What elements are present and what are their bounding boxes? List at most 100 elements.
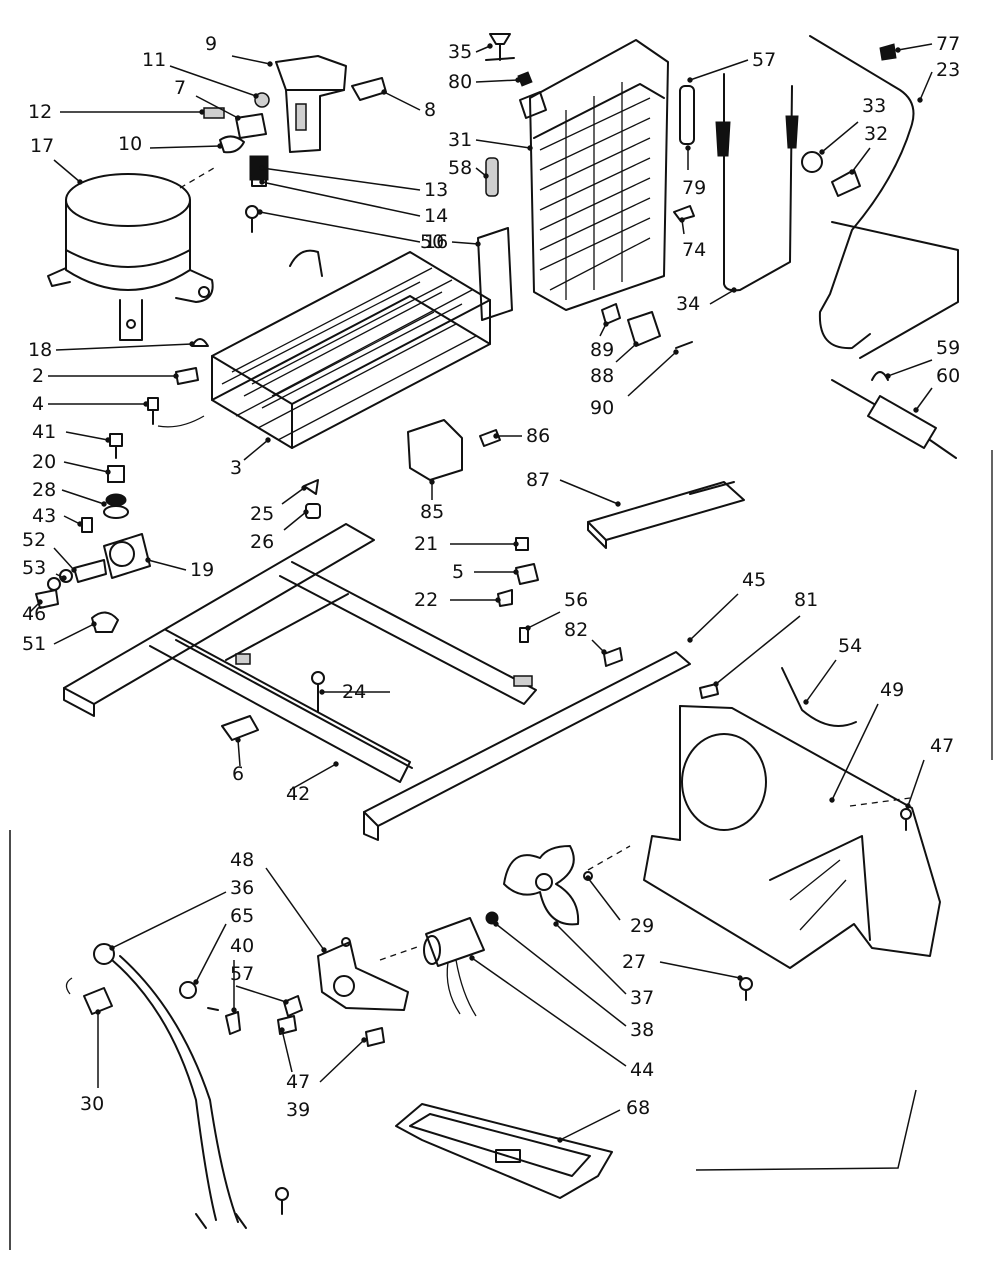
leader-line-p90 — [627, 351, 677, 397]
leader-arrowhead-p50 — [475, 241, 481, 247]
leader-arrowhead-p34 — [731, 287, 737, 293]
leader-arrowhead-p2 — [173, 373, 179, 379]
part-label-p44: 44 — [630, 1059, 654, 1081]
leader-arrowhead-p21 — [513, 541, 519, 547]
drain-trough — [587, 481, 745, 549]
front-rail — [363, 647, 719, 841]
leader-arrowhead-p85 — [429, 479, 435, 485]
part-label-p7: 7 — [174, 77, 186, 99]
part-label-p79: 79 — [682, 177, 706, 199]
leader-line-p43 — [63, 515, 81, 525]
leader-arrowhead-p43 — [77, 521, 83, 527]
part-label-p33: 33 — [862, 95, 886, 117]
leader-line-p20 — [63, 461, 109, 473]
part-label-p10: 10 — [118, 133, 142, 155]
part-label-p13: 13 — [424, 179, 448, 201]
leader-arrowhead-p9 — [267, 61, 273, 67]
leader-line-p33 — [821, 121, 859, 153]
part-label-p21: 21 — [414, 533, 438, 555]
part-label-p46: 46 — [22, 603, 46, 625]
part-label-p82: 82 — [564, 619, 588, 641]
leader-arrowhead-p18 — [189, 341, 195, 347]
part-label-p48: 48 — [230, 849, 254, 871]
screw-24 — [311, 671, 325, 713]
defrost-heater — [673, 73, 799, 292]
part-label-p35: 35 — [448, 41, 472, 63]
part-label-p50: 50 — [420, 231, 444, 253]
part-label-p39: 39 — [286, 1099, 310, 1121]
part-label-p14: 14 — [424, 205, 448, 227]
leader-arrowhead-p6 — [235, 737, 241, 743]
leader-line-p54 — [805, 659, 837, 703]
leader-arrowhead-p36 — [109, 945, 115, 951]
leader-line-p68 — [559, 1109, 621, 1141]
leader-arrowhead-p65 — [193, 979, 199, 985]
power-cord — [65, 943, 247, 1229]
leader-arrowhead-p12 — [199, 109, 205, 115]
leader-line-p8 — [383, 91, 421, 111]
leader-line-p28 — [61, 489, 105, 505]
thermostat-parts — [601, 303, 693, 349]
leader-line-p10 — [149, 145, 221, 149]
leader-line-p60 — [915, 387, 933, 411]
part-label-p59: 59 — [936, 337, 960, 359]
leader-line-p32 — [851, 147, 871, 173]
leader-line-p34 — [709, 289, 735, 305]
part-label-p19: 19 — [190, 559, 214, 581]
part-label-p31: 31 — [448, 129, 472, 151]
leader-arrowhead-p77 — [895, 47, 901, 53]
leader-arrowhead-p57a — [687, 77, 693, 83]
leader-line-p27 — [659, 961, 741, 979]
part-label-p24: 24 — [342, 681, 366, 703]
clip-6 — [221, 715, 259, 741]
part-label-p68: 68 — [626, 1097, 650, 1119]
part-label-p53: 53 — [22, 557, 46, 579]
fan-motor — [379, 917, 485, 1017]
capillary-tubing — [801, 35, 959, 359]
leader-arrowhead-p27 — [737, 975, 743, 981]
leader-arrowhead-p87 — [615, 501, 621, 507]
leader-arrowhead-p49 — [829, 797, 835, 803]
leader-arrowhead-p79 — [685, 145, 691, 151]
leader-line-p39 — [319, 1039, 365, 1083]
leader-arrowhead-p29 — [585, 875, 591, 881]
part-label-p77: 77 — [936, 33, 960, 55]
leader-line-p42 — [289, 763, 337, 791]
top-fasteners — [485, 33, 533, 87]
page-margin-marks — [9, 450, 993, 1250]
part-label-p25: 25 — [250, 503, 274, 525]
leader-arrowhead-p46 — [37, 599, 43, 605]
part-label-p57a: 57 — [752, 49, 776, 71]
leader-line-p38 — [495, 923, 627, 1027]
leader-line-p45 — [689, 593, 739, 641]
part-label-p47b: 47 — [286, 1071, 310, 1093]
part-label-p6: 6 — [232, 763, 244, 785]
part-label-p34: 34 — [676, 293, 700, 315]
part-label-p11: 11 — [142, 49, 166, 71]
part-label-p51: 51 — [22, 633, 46, 655]
leader-arrowhead-p28 — [101, 501, 107, 507]
part-label-p65: 65 — [230, 905, 254, 927]
leader-line-p6 — [237, 739, 241, 767]
leader-line-p49 — [831, 703, 879, 801]
part-label-p18: 18 — [28, 339, 52, 361]
leader-arrowhead-p58 — [483, 173, 489, 179]
leader-arrowhead-p45 — [687, 637, 693, 643]
leader-arrowhead-p89 — [603, 321, 609, 327]
leader-arrowhead-p74 — [679, 217, 685, 223]
part-label-p37: 37 — [630, 987, 654, 1009]
part-label-p28: 28 — [32, 479, 56, 501]
leader-arrowhead-p47b — [279, 1027, 285, 1033]
leader-arrowhead-p24 — [319, 689, 325, 695]
motor-bracket — [179, 937, 409, 1047]
screw-16 — [245, 205, 259, 233]
screw-47 — [900, 808, 912, 831]
part-label-p81: 81 — [794, 589, 818, 611]
part-label-p80: 80 — [448, 71, 472, 93]
leader-arrowhead-p54 — [803, 699, 809, 705]
part-label-p32: 32 — [864, 123, 888, 145]
part-label-p89: 89 — [590, 339, 614, 361]
leader-line-p81 — [715, 615, 801, 685]
compressor — [47, 167, 215, 341]
leader-line-p9 — [231, 55, 271, 65]
